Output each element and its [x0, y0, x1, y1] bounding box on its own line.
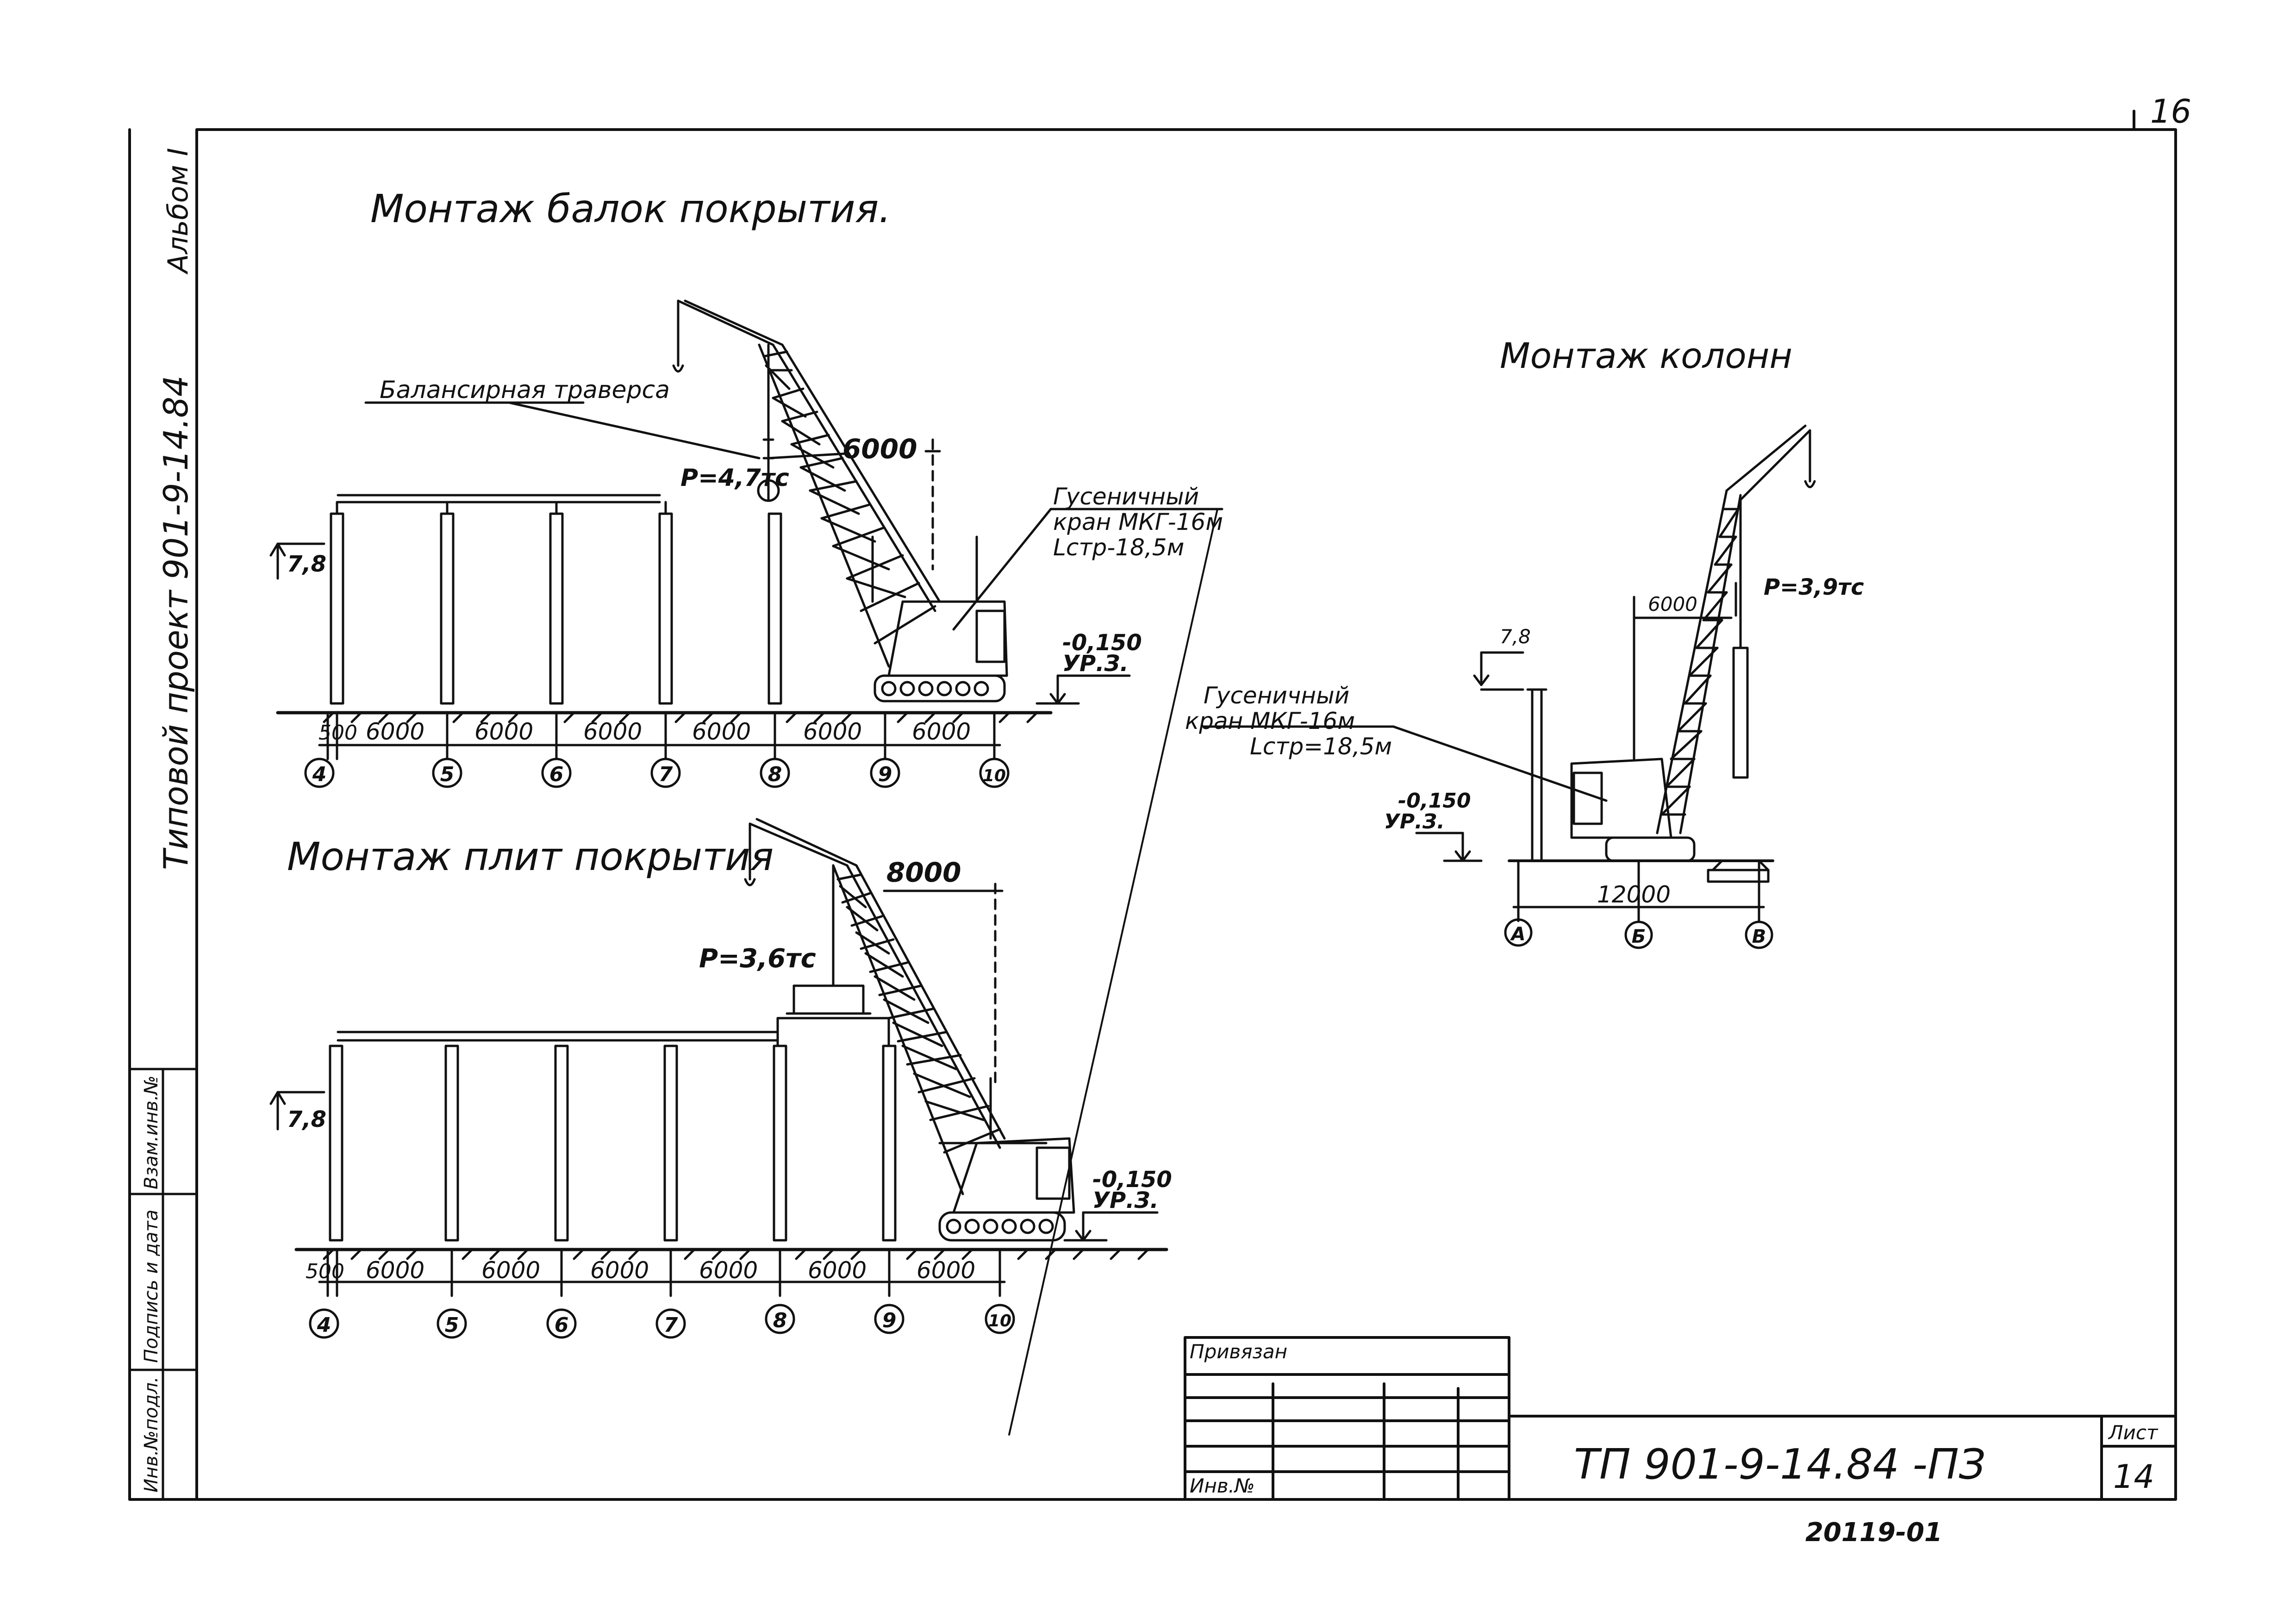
- slabs-span-5: 6000: [808, 1257, 867, 1284]
- slabs-level-unit: УР.З.: [1092, 1188, 1159, 1213]
- beams-traverse-label-1: Балансирная траверса: [380, 376, 670, 404]
- beams-crane-label-2: кран МКГ-16м: [1053, 509, 1223, 535]
- slabs-title: Монтаж плит покрытия: [287, 834, 774, 879]
- slabs-span-0: 500: [306, 1260, 344, 1283]
- side-project-label: Типовой проект 901-9-14.84: [156, 375, 195, 870]
- stamp-sheet-no: 14: [2113, 1458, 2154, 1496]
- sheet-frame: [128, 110, 2177, 1501]
- beams-span-2: 6000: [474, 718, 533, 745]
- beams-axis-9: 9: [878, 763, 892, 786]
- beams-crane-label-3: Lстр-18,5м: [1053, 534, 1184, 561]
- slabs-reach: 8000: [886, 857, 961, 888]
- beams-crane-label-1: Гусеничный: [1053, 483, 1199, 510]
- beams-title: Монтаж балок покрытия.: [370, 186, 891, 231]
- slabs-axis-5: 5: [445, 1313, 459, 1337]
- beams-axis-6: 6: [549, 763, 564, 786]
- columns-height: 7,8: [1500, 625, 1531, 648]
- beams-level: -0,150: [1062, 630, 1142, 656]
- columns-frame: [1202, 424, 1816, 949]
- slabs-axis-7: 7: [664, 1313, 678, 1337]
- slabs-level: -0,150: [1092, 1167, 1172, 1193]
- columns-crane-label-2: кран МКГ-16м: [1185, 708, 1355, 734]
- slabs-span-1: 6000: [366, 1257, 424, 1284]
- slabs-axis-6: 6: [555, 1313, 569, 1337]
- slabs-span-6: 6000: [917, 1257, 975, 1284]
- slabs-axis-10: 10: [988, 1312, 1011, 1331]
- beams-span-6: 6000: [912, 718, 971, 745]
- columns-level-unit: УР.З.: [1384, 810, 1445, 833]
- beams-height: 7,8: [287, 551, 326, 577]
- beams-span-3: 6000: [583, 718, 642, 745]
- stamp-bound-label: Привязан: [1190, 1340, 1287, 1363]
- top-sheet-number: 16: [2150, 93, 2191, 131]
- beams-load: P=4,7тс: [680, 464, 789, 492]
- beams-span-0: 500: [318, 721, 357, 745]
- stamp-order-no: 20119-01: [1805, 1517, 1942, 1548]
- slabs-frame: [269, 818, 1168, 1297]
- side-stamp-replace: Взам.инв.№: [141, 1076, 162, 1189]
- beams-axis-markers: [304, 758, 1010, 788]
- title-block: [1184, 1336, 2177, 1501]
- slabs-axis-9: 9: [882, 1309, 897, 1332]
- slabs-span-4: 6000: [699, 1257, 758, 1284]
- columns-crane-label-3: Lстр=18,5м: [1250, 733, 1392, 760]
- beams-span-4: 6000: [692, 718, 751, 745]
- beams-axis-4: 4: [312, 763, 327, 786]
- columns-level: -0,150: [1398, 789, 1471, 813]
- side-stamp-sign: Подпись и дата: [141, 1210, 162, 1363]
- slabs-axis-8: 8: [773, 1309, 787, 1332]
- slabs-axis-4: 4: [317, 1313, 331, 1337]
- beams-axis-8: 8: [768, 763, 782, 786]
- slabs-drawing: P=3,6тс 8000 7,8 -0,150 УР.З. 500 6000 6…: [269, 818, 1172, 1339]
- side-stamp-inv: Инв.№подл.: [141, 1376, 162, 1492]
- columns-span: 12000: [1597, 881, 1671, 908]
- side-album-label: Альбом I: [162, 148, 194, 275]
- slabs-span-2: 6000: [481, 1257, 540, 1284]
- columns-axis-b: Б: [1632, 926, 1646, 947]
- beams-span-1: 6000: [366, 718, 424, 745]
- columns-axis-a: А: [1510, 924, 1526, 945]
- slabs-span-3: 6000: [590, 1257, 649, 1284]
- beams-level-unit: УР.З.: [1062, 651, 1129, 677]
- columns-axis-v: В: [1752, 926, 1766, 947]
- columns-drawing: P=3,9тс 6000 7,8 Гусеничный кран МКГ-16м…: [1185, 424, 1864, 949]
- beams-frame: [269, 299, 1223, 1436]
- side-stamp: [128, 1068, 198, 1501]
- beams-axis-7: 7: [659, 763, 673, 786]
- columns-reach: 6000: [1648, 593, 1697, 616]
- slabs-load: P=3,6тс: [699, 944, 816, 974]
- columns-crane-label-1: Гусеничный: [1204, 682, 1349, 709]
- beams-span-5: 6000: [803, 718, 862, 745]
- stamp-inv-label: Инв.№: [1190, 1474, 1255, 1497]
- columns-title: Монтаж колонн: [1500, 335, 1792, 376]
- stamp-sheet-label: Лист: [2108, 1421, 2159, 1444]
- beams-reach: 6000: [842, 433, 917, 465]
- stamp-code: ТП 901-9-14.84 -ПЗ: [1574, 1440, 1985, 1489]
- beams-drawing: Балансирная траверса P=4,7тс 6000 Гусени…: [269, 299, 1223, 1436]
- columns-load: P=3,9тс: [1764, 574, 1864, 600]
- slabs-axis-markers: [309, 1304, 1015, 1339]
- beams-axis-10: 10: [983, 766, 1006, 785]
- slabs-height: 7,8: [287, 1107, 326, 1132]
- beams-axis-5: 5: [440, 763, 455, 786]
